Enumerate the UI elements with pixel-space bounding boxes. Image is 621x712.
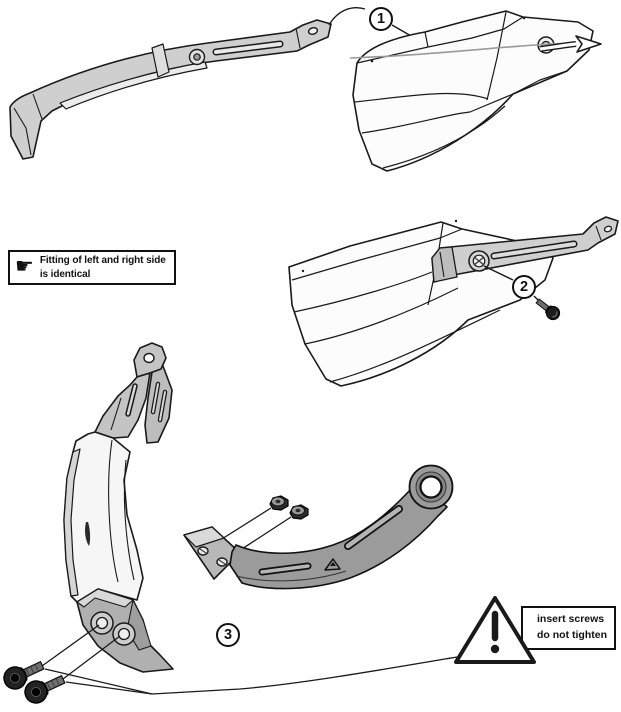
warning-line-1: insert screws — [537, 613, 605, 625]
socket-head-screw — [24, 674, 66, 704]
note-line-2: is identical — [39, 268, 91, 280]
mounting-plate — [183, 526, 241, 580]
step-1-number: 1 — [376, 11, 386, 27]
insertion-arrow — [349, 35, 602, 59]
note-line-1: Fitting of left and right side — [39, 255, 166, 266]
clamp-arm-with-ring — [229, 464, 454, 590]
brand-triangle-logo — [324, 558, 341, 571]
handguard-front-view — [63, 342, 174, 673]
warning-line-2: do not tighten — [537, 628, 607, 641]
note-text: Fitting of left and right side is identi… — [40, 254, 166, 281]
handguard-shell — [352, 10, 594, 172]
step-2-number: 2 — [519, 279, 529, 295]
pointing-hand-icon: ☛ — [15, 254, 34, 278]
clamp-bracket-arm — [9, 19, 332, 160]
flange-nut — [269, 495, 289, 511]
note-box: ☛ Fitting of left and right side is iden… — [8, 250, 176, 285]
step-3-marker: 3 — [216, 623, 240, 647]
warning-box: insert screws do not tighten — [521, 606, 616, 650]
step-3-number: 3 — [223, 627, 233, 643]
socket-head-screw — [3, 660, 45, 690]
leader-lines-screws — [41, 624, 458, 695]
pan-head-screw — [535, 298, 561, 321]
flange-nut — [289, 504, 309, 520]
adjuster-knob — [468, 250, 490, 272]
step-1-marker: 1 — [369, 7, 393, 31]
warning-triangle-icon — [454, 596, 536, 664]
step-2-marker: 2 — [512, 275, 536, 299]
bracket-on-shell — [431, 216, 619, 283]
